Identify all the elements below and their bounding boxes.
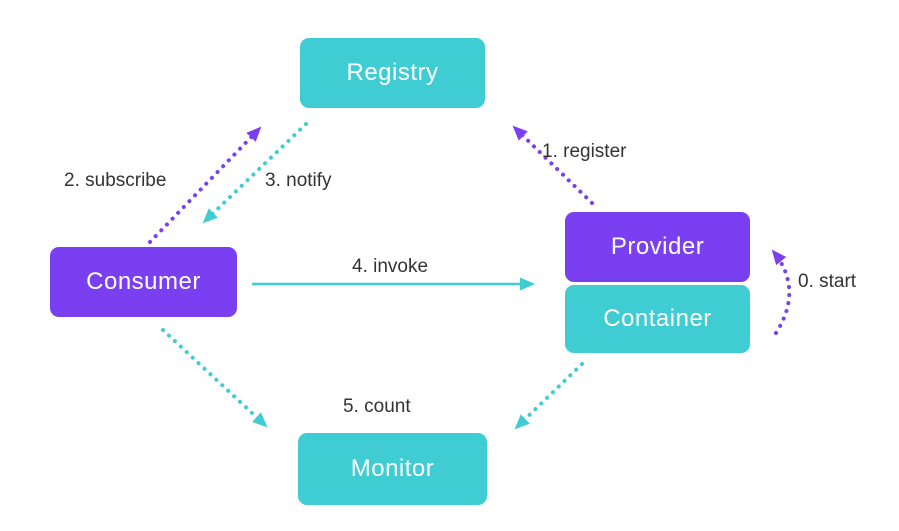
node-consumer: Consumer: [50, 247, 237, 317]
node-container-label: Container: [603, 305, 712, 332]
invoke-label: 4. invoke: [352, 256, 429, 277]
count-arrow-from-container: [514, 362, 584, 430]
node-consumer-label: Consumer: [86, 268, 201, 295]
notify-label: 3. notify: [265, 170, 332, 191]
node-provider-label: Provider: [610, 233, 705, 260]
start-label: 0. start: [798, 271, 857, 292]
count-arrow-from-consumer: [161, 328, 268, 428]
notify-arrow: [202, 122, 308, 224]
register-arrow: [512, 125, 594, 205]
node-monitor-label: Monitor: [350, 455, 435, 482]
count-label: 5. count: [343, 396, 411, 417]
node-registry: Registry: [300, 38, 485, 108]
subscribe-label: 2. subscribe: [64, 170, 167, 191]
subscribe-arrow: [148, 126, 262, 244]
node-container: Container: [565, 285, 750, 353]
node-provider: Provider: [565, 212, 750, 282]
node-monitor: Monitor: [298, 433, 487, 505]
node-registry-label: Registry: [346, 59, 439, 86]
start-arrow: [771, 249, 792, 335]
register-label: 1. register: [542, 141, 627, 162]
